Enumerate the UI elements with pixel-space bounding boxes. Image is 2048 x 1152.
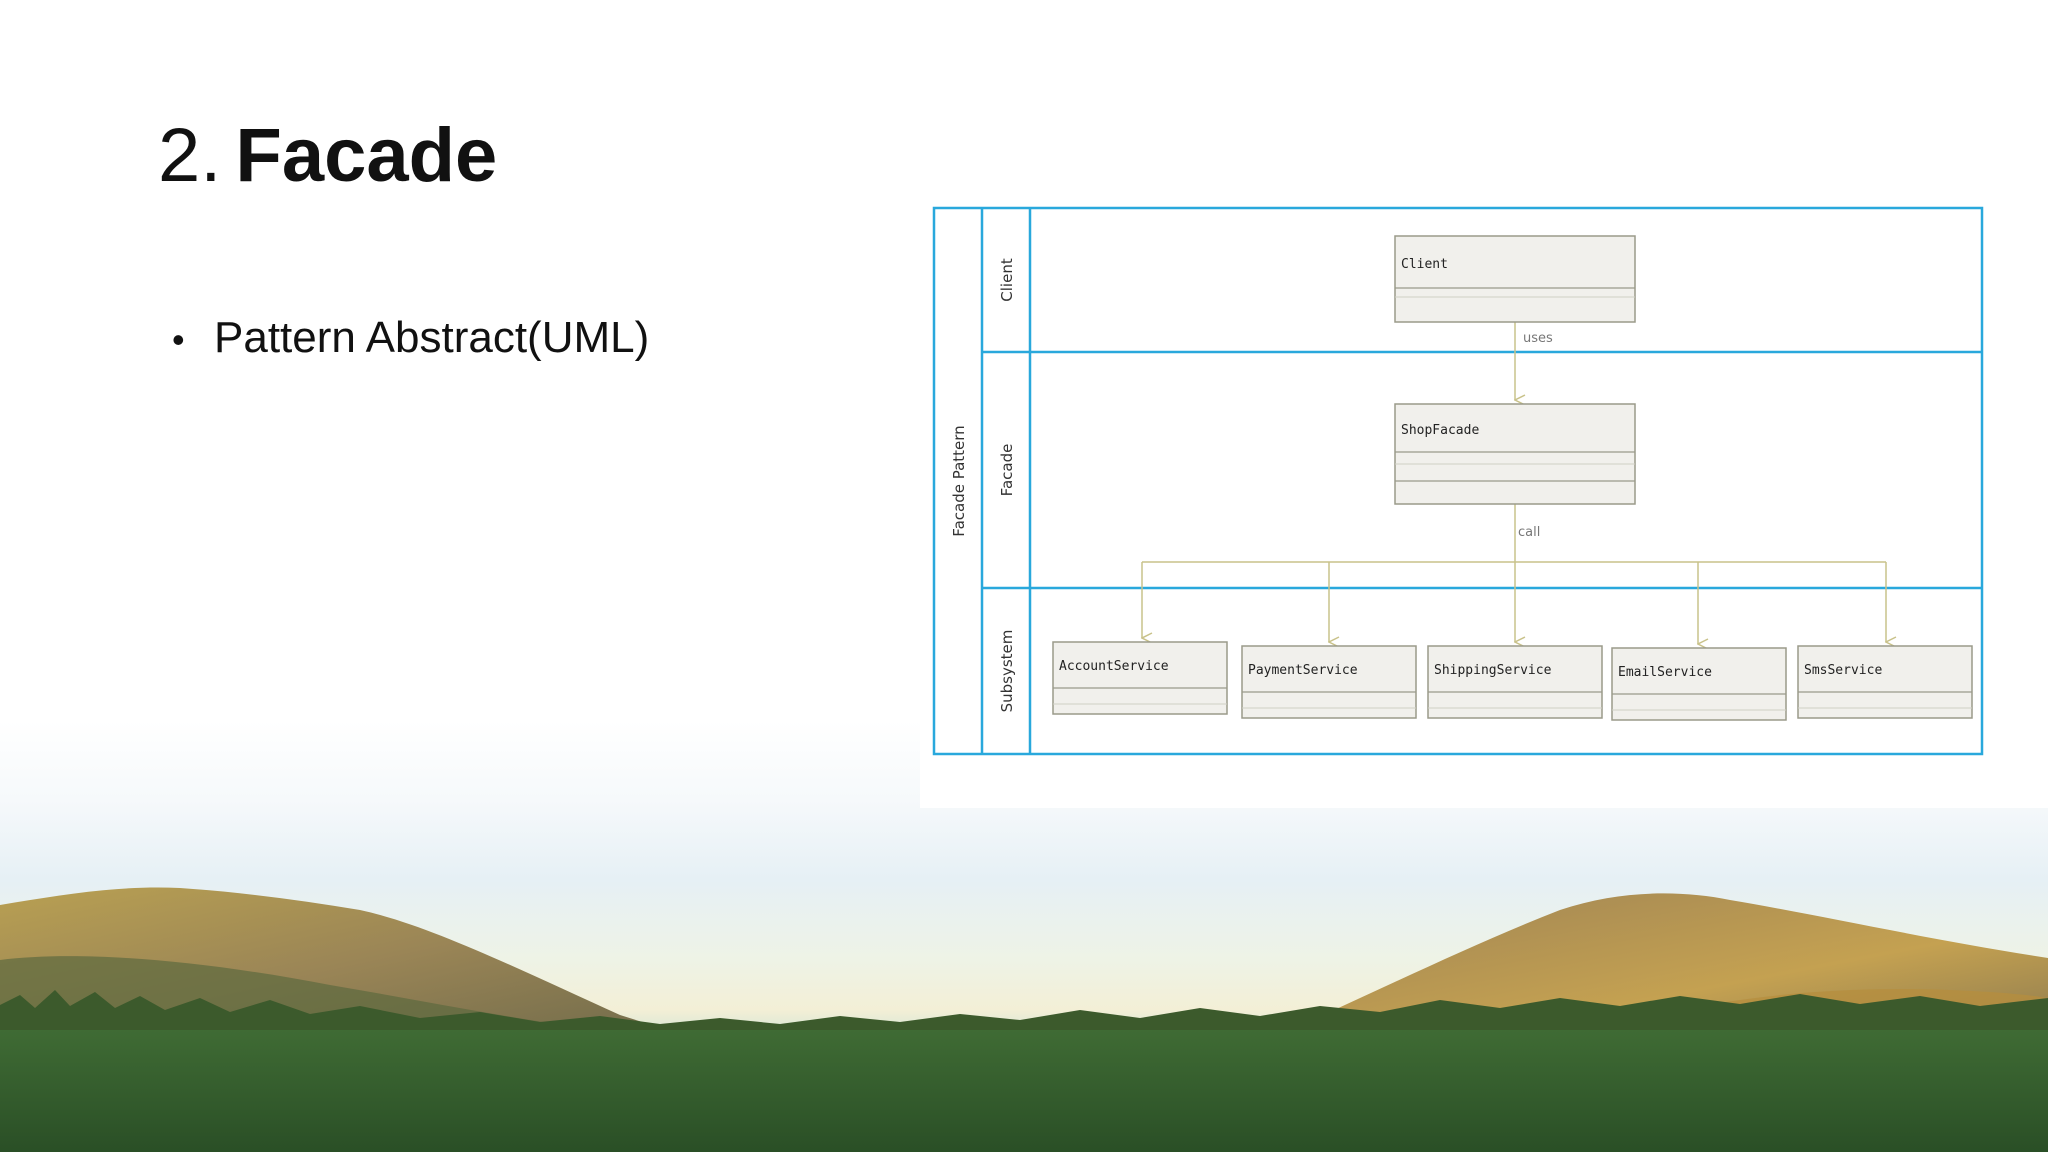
call-label: call: [1518, 525, 1540, 540]
class-name-emailservice: EmailService: [1618, 665, 1712, 680]
class-name-shopfacade: ShopFacade: [1401, 423, 1479, 438]
class-name-paymentservice: PaymentService: [1248, 663, 1358, 678]
uses-label: uses: [1523, 331, 1553, 346]
bullet-dot-icon: •: [172, 319, 185, 360]
class-box-paymentservice: PaymentService: [1241, 645, 1417, 719]
class-box-emailservice: EmailService: [1611, 647, 1787, 721]
bullet-list: • Pattern Abstract(UML): [172, 312, 649, 365]
class-name-smsservice: SmsService: [1804, 663, 1882, 678]
grass-field: [0, 1030, 2048, 1152]
bullet-item: • Pattern Abstract(UML): [172, 312, 649, 365]
uml-diagram-panel: Facade Pattern Client Facade Subsystem u…: [920, 196, 2048, 808]
lane-label-facade: Facade: [998, 444, 1016, 497]
class-box-shippingservice: ShippingService: [1427, 645, 1603, 719]
class-name-client: Client: [1401, 257, 1448, 272]
outer-label: Facade Pattern: [950, 425, 968, 536]
class-box-smsservice: SmsService: [1797, 645, 1973, 719]
lane-label-client: Client: [998, 258, 1016, 302]
title-number: 2.: [158, 113, 222, 198]
outer-frame: [932, 206, 1984, 756]
class-box-shopfacade: ShopFacade: [1394, 403, 1636, 505]
title-text: Facade: [235, 113, 498, 198]
lane-label-subsystem: Subsystem: [998, 630, 1016, 713]
slide-title: 2.Facade: [158, 118, 497, 194]
class-name-shippingservice: ShippingService: [1434, 663, 1552, 678]
class-box-accountservice: AccountService: [1052, 641, 1228, 715]
bullet-text: Pattern Abstract(UML): [214, 313, 650, 362]
uml-diagram: Facade Pattern Client Facade Subsystem u…: [932, 206, 1984, 756]
class-box-client: Client: [1394, 235, 1636, 323]
class-name-accountservice: AccountService: [1059, 659, 1169, 674]
